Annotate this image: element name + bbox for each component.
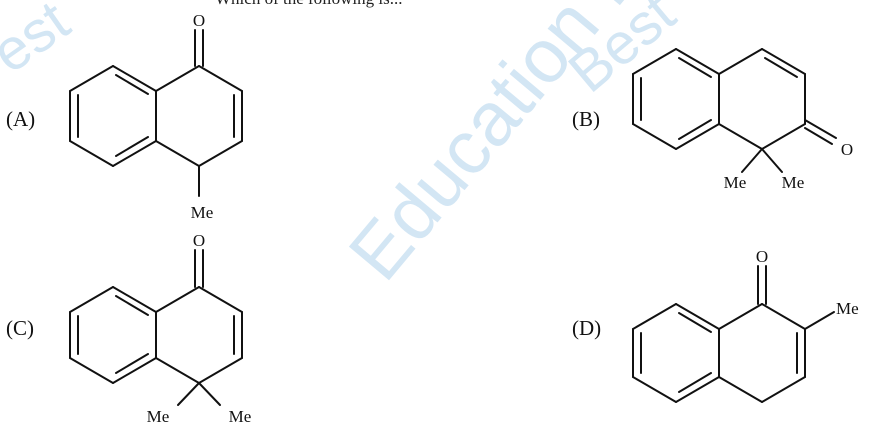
atom-b-oxygen: O <box>841 140 853 159</box>
atom-b-methyl-1: Me <box>724 173 747 192</box>
atom-b-methyl-2: Me <box>782 173 805 192</box>
option-label-c: (C) <box>6 316 34 340</box>
structure-a-bonds <box>69 29 243 197</box>
atom-a-oxygen: O <box>193 11 205 30</box>
option-label-a: (A) <box>6 107 35 131</box>
atom-c-methyl-2: Me <box>229 407 252 426</box>
structure-c-bonds <box>69 249 243 406</box>
structure-c: (C) O Me Me <box>6 231 251 426</box>
atom-c-oxygen: O <box>193 231 205 250</box>
atom-a-methyl: Me <box>191 203 214 222</box>
watermark-top-left: est <box>0 0 81 86</box>
atom-d-methyl: Me <box>836 299 859 318</box>
structure-d: (D) O Me <box>572 247 859 403</box>
option-label-d: (D) <box>572 316 601 340</box>
structure-d-bonds <box>632 265 835 403</box>
structure-b: (B) O Me Me <box>572 48 853 192</box>
option-label-b: (B) <box>572 107 600 131</box>
structure-a: (A) O Me <box>6 11 243 222</box>
structure-b-bonds <box>632 48 837 173</box>
header-text: Which of the following is... <box>215 0 402 8</box>
atom-c-methyl-1: Me <box>147 407 170 426</box>
atom-d-oxygen: O <box>756 247 768 266</box>
